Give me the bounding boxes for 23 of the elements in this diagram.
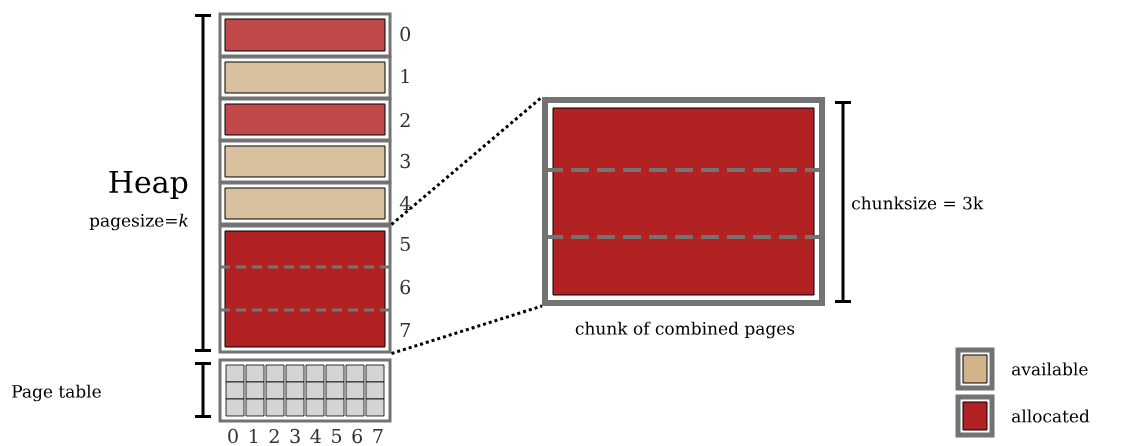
page-number: 7: [400, 323, 410, 337]
page-box: [218, 181, 392, 226]
page-number: 2: [400, 112, 410, 128]
page-box: [218, 139, 392, 184]
page-box: [218, 12, 392, 58]
page-number: 3: [400, 153, 410, 169]
page-box: [218, 97, 392, 142]
page-box: [218, 55, 392, 100]
page-number: 0: [400, 26, 411, 42]
page-number: 1: [401, 68, 409, 84]
dimension-label: chunksize = 3k: [852, 196, 984, 210]
dotted-line: [390, 95, 543, 226]
label: pagesize=k: [89, 213, 188, 231]
page-table-box: [218, 358, 392, 423]
node-label: chunk of combined pages: [575, 321, 795, 339]
heap-label: Heap: [109, 170, 188, 200]
zoomed-chunk-box: [542, 97, 825, 306]
legend-label: allocated: [1012, 409, 1090, 423]
page-number: 6: [400, 279, 411, 295]
page-number: 5: [400, 236, 410, 252]
label: Page table: [12, 384, 101, 402]
legend-label: available: [1012, 362, 1088, 376]
page-number: 4: [399, 195, 411, 211]
